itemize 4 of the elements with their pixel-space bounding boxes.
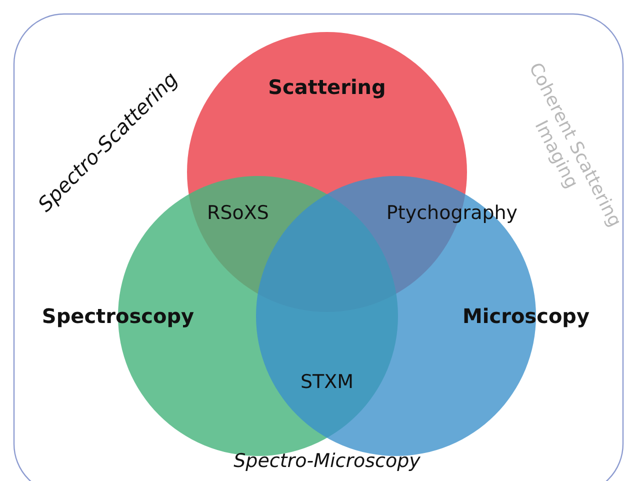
intersection-label: STXM — [300, 372, 354, 394]
intersection-label: RSoXS — [207, 203, 269, 225]
region-label: Spectro-Microscopy — [234, 451, 420, 473]
set-label: Scattering — [268, 75, 386, 99]
